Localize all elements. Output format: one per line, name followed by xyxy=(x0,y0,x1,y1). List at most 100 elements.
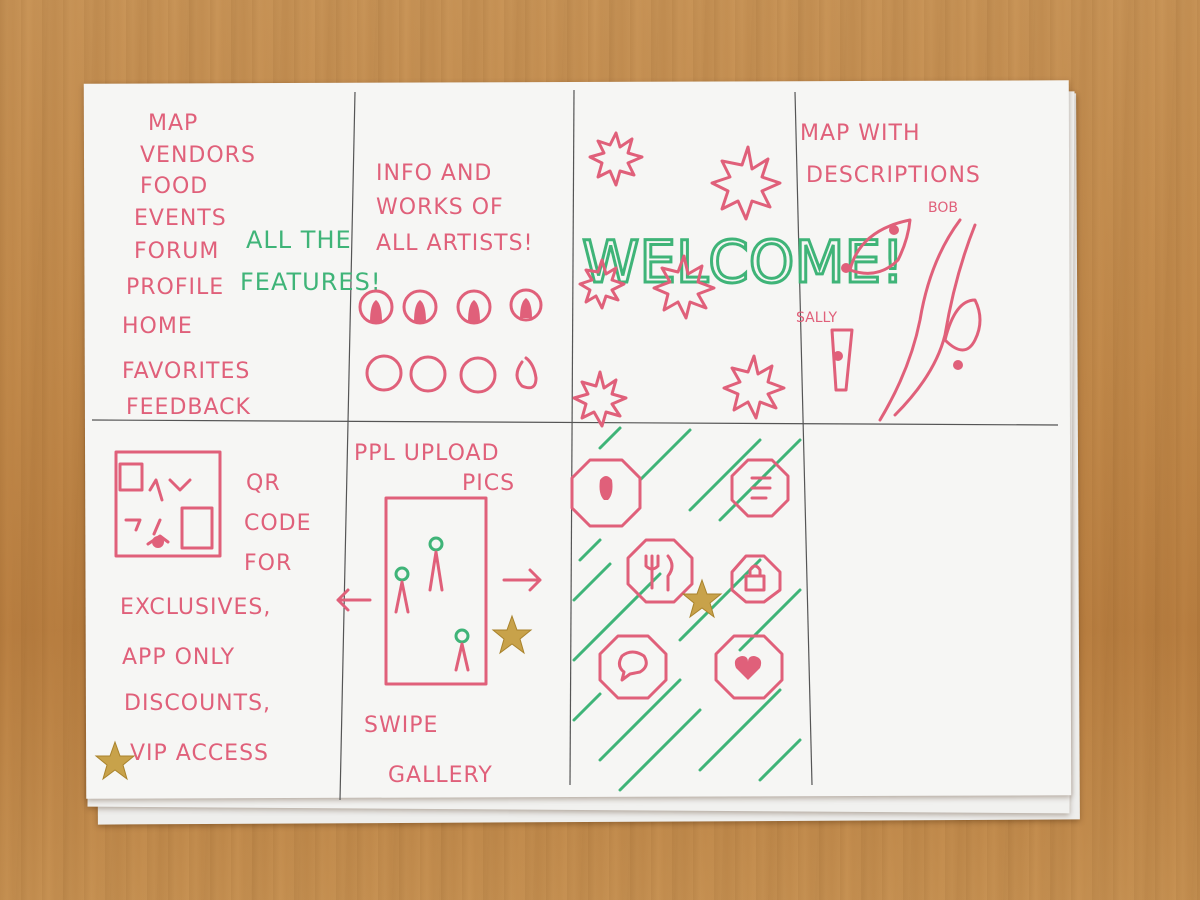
artist-avatar-figure xyxy=(414,300,426,322)
icon-menu-lines xyxy=(730,458,790,518)
qr-code-frame xyxy=(114,450,222,558)
swipe-right-arrow-icon xyxy=(502,568,542,592)
person-icon xyxy=(454,628,470,644)
octagon-frame xyxy=(730,458,790,518)
background-hatching xyxy=(572,426,802,792)
artwork-placeholder xyxy=(459,356,497,394)
map-path xyxy=(893,223,977,417)
burst-icon xyxy=(722,354,786,420)
icon-fork-knife xyxy=(626,538,694,604)
map-label-bob: BOB xyxy=(928,200,958,216)
map-pin-icon xyxy=(889,225,899,235)
panel-qr: QR CODE FOR EXCLUSIVES, APP ONLY DISCOUN… xyxy=(114,450,311,766)
exclusives-line-1: EXCLUSIVES, xyxy=(120,595,271,620)
map-label-sally: SALLY xyxy=(796,310,837,326)
icon-lightbulb xyxy=(570,458,642,528)
artists-line-3: ALL ARTISTS! xyxy=(376,231,533,256)
artist-avatar xyxy=(402,289,438,325)
uploaded-photo-figures xyxy=(394,536,470,672)
qr-finder-square xyxy=(180,506,214,550)
fork-knife-icon xyxy=(644,554,674,592)
burst-decorations xyxy=(572,131,786,428)
panel-features: MAP VENDORS FOOD EVENTS FORUM PROFILE HO… xyxy=(122,111,381,420)
lock-icon xyxy=(748,564,762,578)
menu-item-favorites: FAVORITES xyxy=(122,359,250,384)
gallery-bottom-line-2: GALLERY xyxy=(388,763,493,788)
octagon-frame xyxy=(730,554,782,604)
burst-icon xyxy=(578,258,626,310)
gallery-top-line-1: PPL UPLOAD xyxy=(354,441,500,466)
person-icon xyxy=(394,580,410,614)
panel-gallery: PPL UPLOAD PICS SWIPE GALLERY xyxy=(336,441,542,788)
person-icon xyxy=(454,642,470,672)
panel-map: MAP WITH DESCRIPTIONS BOB SALLY xyxy=(796,121,982,422)
exclusives-line-3: DISCOUNTS, xyxy=(124,691,271,716)
gold-star-sticker-icon xyxy=(681,578,723,619)
artists-line-1: INFO AND xyxy=(376,161,492,186)
menu-item-home: HOME xyxy=(122,314,193,339)
heart-icon xyxy=(734,656,762,680)
map-path xyxy=(878,218,962,422)
map-line-2: DESCRIPTIONS xyxy=(806,163,981,188)
person-icon xyxy=(428,536,444,552)
exclusives-line-2: APP ONLY xyxy=(122,645,235,670)
artist-avatar-figure xyxy=(468,300,480,322)
person-icon xyxy=(394,566,410,582)
icon-lock xyxy=(730,554,782,604)
lightbulb-icon xyxy=(599,476,613,500)
panel-icon-grid xyxy=(570,426,802,792)
lock-icon xyxy=(744,574,766,592)
artist-avatar-figure xyxy=(370,300,382,322)
artist-avatar xyxy=(456,289,492,325)
icon-chat xyxy=(598,634,668,700)
artist-avatar xyxy=(358,289,394,325)
burst-icon xyxy=(710,145,782,221)
map-region xyxy=(830,328,854,392)
burst-icon xyxy=(572,370,628,428)
caption-features: FEATURES! xyxy=(240,268,381,296)
artists-line-2: WORKS OF xyxy=(376,195,504,220)
map-pin-icon xyxy=(953,360,963,370)
panel-artists: INFO AND WORKS OF ALL ARTISTS! xyxy=(358,161,543,394)
octagon-frame xyxy=(626,538,694,604)
octagon-frame xyxy=(714,634,784,700)
menu-item-profile: PROFILE xyxy=(126,275,224,300)
menu-item-forum: FORUM xyxy=(134,239,219,264)
welcome-title: WELCOME! xyxy=(582,228,904,296)
gold-star-sticker-icon xyxy=(94,740,136,781)
menu-lines-icon xyxy=(750,476,772,500)
map-region xyxy=(848,218,912,275)
artwork-placeholder xyxy=(409,355,447,393)
menu-item-events: EVENTS xyxy=(134,206,227,231)
menu-item-map: MAP xyxy=(148,111,198,136)
phone-gallery-frame xyxy=(384,496,488,686)
menu-item-feedback: FEEDBACK xyxy=(126,395,251,420)
exclusives-line-4: VIP ACCESS xyxy=(130,741,269,766)
artwork-placeholder xyxy=(515,356,538,390)
chat-bubble-icon xyxy=(617,650,648,682)
map-region xyxy=(943,298,982,352)
qr-label-1: QR xyxy=(246,471,281,496)
menu-item-food: FOOD xyxy=(140,174,208,199)
artist-avatar xyxy=(509,288,543,322)
map-pin-icon xyxy=(833,351,843,361)
octagon-frame xyxy=(598,634,668,700)
gold-star-sticker-icon xyxy=(491,614,533,655)
qr-code-pattern xyxy=(124,478,192,546)
gallery-top-line-2: PICS xyxy=(462,471,515,496)
gold-star-stickers xyxy=(94,578,723,781)
map-line-1: MAP WITH xyxy=(800,121,921,146)
person-icon xyxy=(428,550,444,592)
menu-item-vendors: VENDORS xyxy=(140,143,256,168)
artist-avatar-figure xyxy=(520,298,532,318)
icon-heart xyxy=(714,634,784,700)
gallery-bottom-line-1: SWIPE xyxy=(364,713,438,738)
artist-avatar-row xyxy=(358,288,543,325)
burst-icon xyxy=(588,131,644,187)
swipe-left-arrow-icon xyxy=(336,588,372,612)
qr-dot xyxy=(152,536,164,548)
caption-all-the: ALL THE xyxy=(246,226,352,254)
artwork-placeholder xyxy=(365,354,403,392)
burst-icon xyxy=(652,254,716,320)
